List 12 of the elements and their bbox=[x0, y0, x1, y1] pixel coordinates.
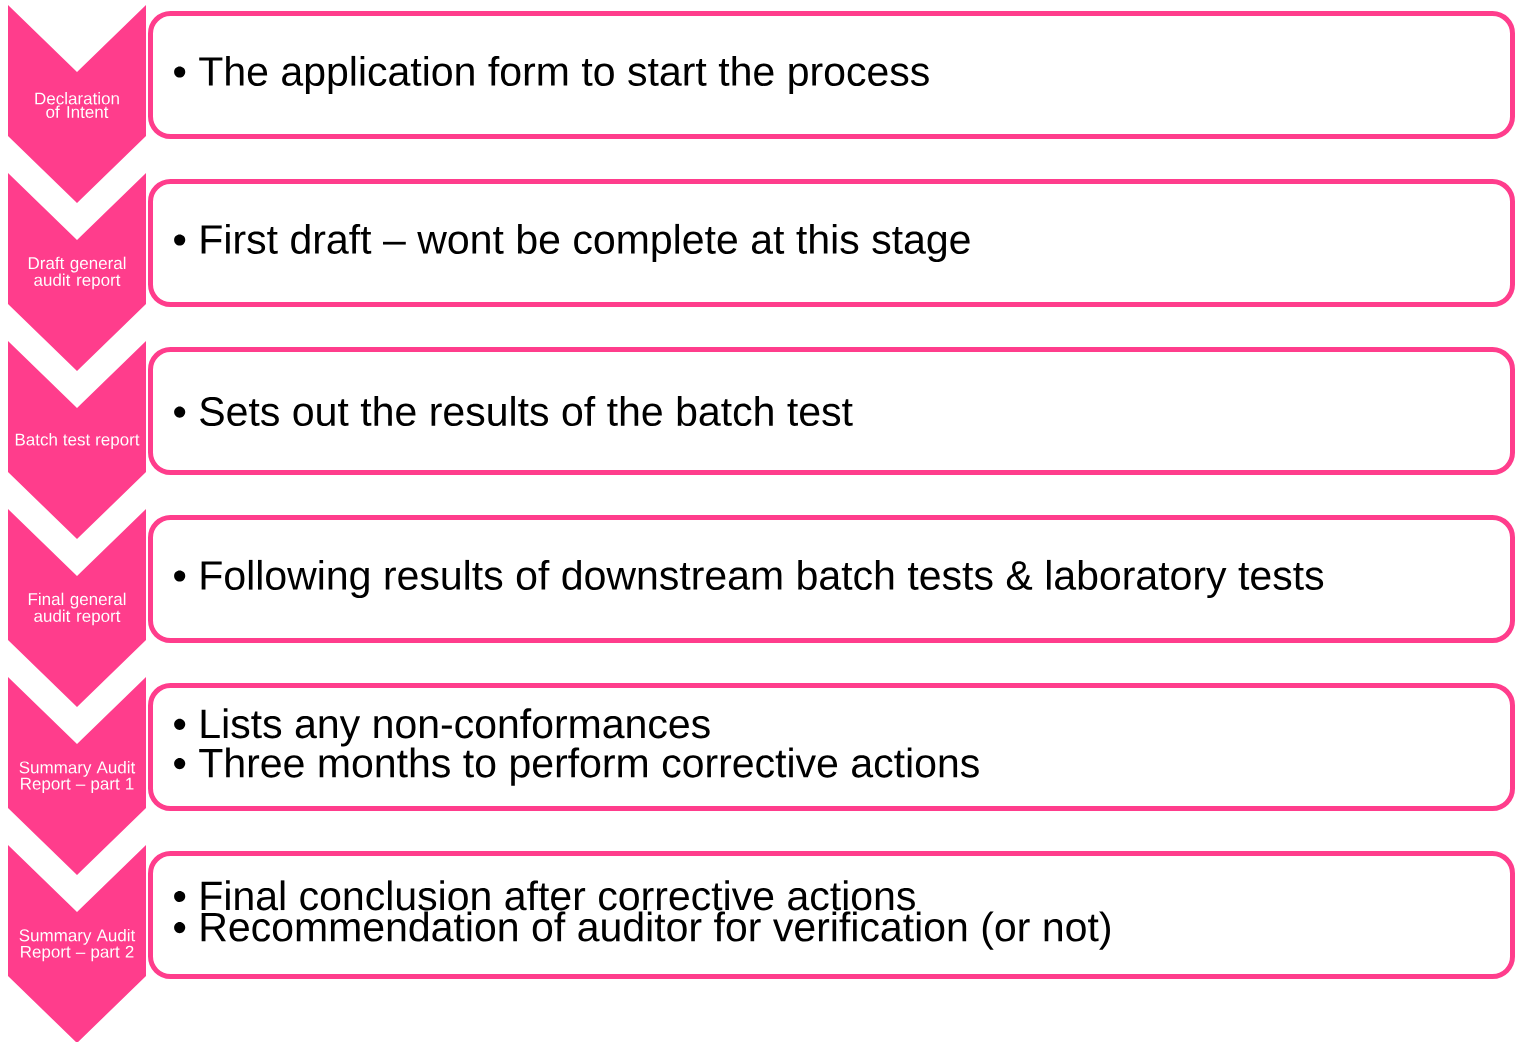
step-description-box: • Lists any non-conformances • Three months to perform corrective actions bbox=[148, 683, 1515, 811]
step-description-box: • The application form to start the process bbox=[148, 11, 1515, 139]
chevron-step: Declaration of Intent bbox=[8, 5, 146, 203]
step-description-box: • Sets out the results of the batch test bbox=[148, 347, 1515, 475]
chevron-step: Final general audit report bbox=[8, 509, 146, 707]
chevron-step: Summary Audit Report – part 2 bbox=[8, 845, 146, 1042]
chevron-step: Draft general audit report bbox=[8, 173, 146, 371]
step-description-box: • Final conclusion after corrective actions • Recommendation of auditor for verification (or not) bbox=[148, 851, 1515, 979]
step-description-box: • First draft – wont be complete at this stage bbox=[148, 179, 1515, 307]
step-description-box: • Following results of downstream batch tests & laboratory tests bbox=[148, 515, 1515, 643]
chevron-step: Batch test report bbox=[8, 341, 146, 539]
chevron-step: Summary Audit Report – part 1 bbox=[8, 677, 146, 875]
